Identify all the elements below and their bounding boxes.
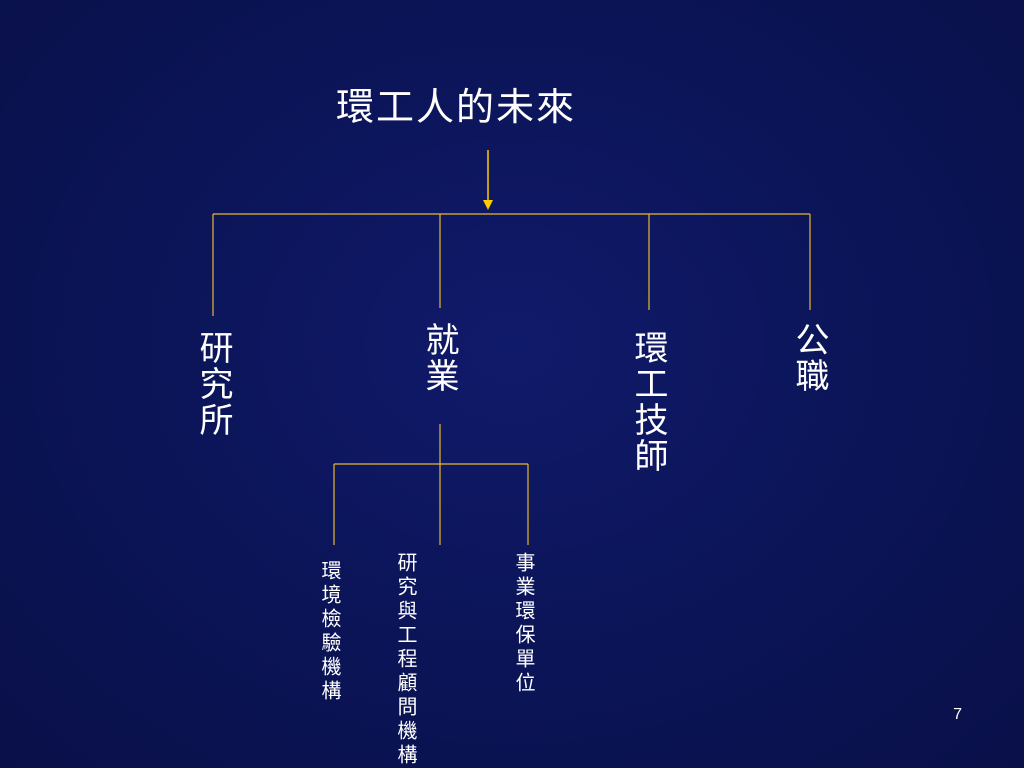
diagram-title: 環工人的未來: [336, 85, 577, 129]
sub-research-consulting: 研究與工程顧問機構: [394, 552, 418, 768]
sub-env-testing: 環境檢驗機構: [318, 560, 342, 704]
branch-research-institute: 研究所: [193, 330, 233, 438]
sub-enterprise-env: 事業環保單位: [512, 552, 536, 696]
branch-employment: 就業: [419, 322, 459, 394]
branch-civil-service: 公職: [789, 322, 829, 394]
page-number: 7: [953, 706, 962, 723]
branch-env-engineer: 環工技師: [628, 330, 668, 474]
